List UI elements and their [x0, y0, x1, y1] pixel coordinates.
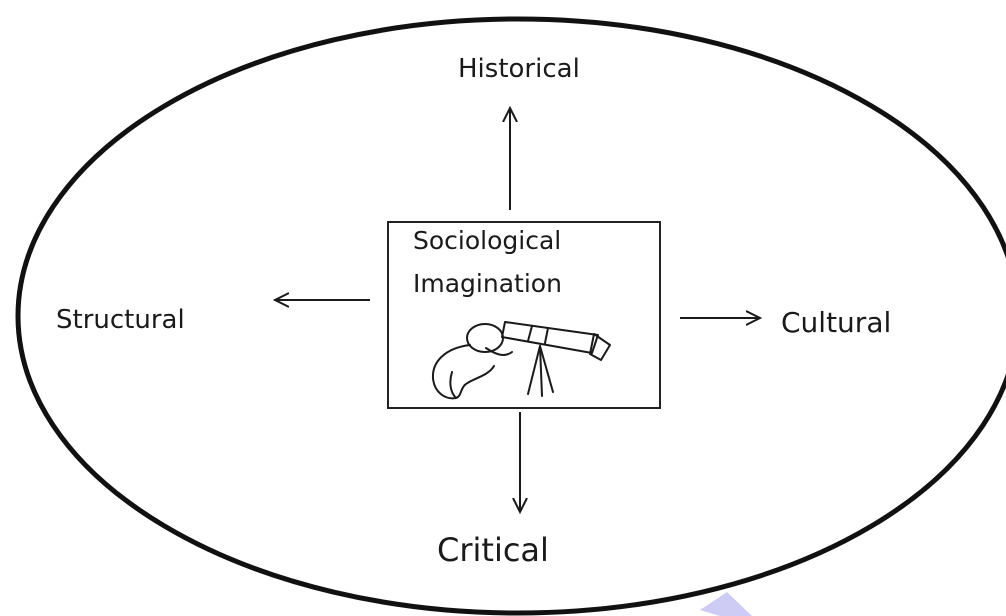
structural-label: Structural	[56, 305, 185, 335]
cultural-label: Cultural	[781, 306, 892, 339]
critical-label: Critical	[437, 531, 549, 569]
accent-mark	[700, 592, 752, 616]
center-title-line2: Imagination	[413, 269, 562, 298]
center-box	[387, 221, 661, 409]
outer-ellipse	[15, 16, 1006, 616]
center-title-line1: Sociological	[413, 226, 562, 255]
telescope-user-icon	[431, 321, 611, 400]
historical-label: Historical	[458, 54, 580, 84]
